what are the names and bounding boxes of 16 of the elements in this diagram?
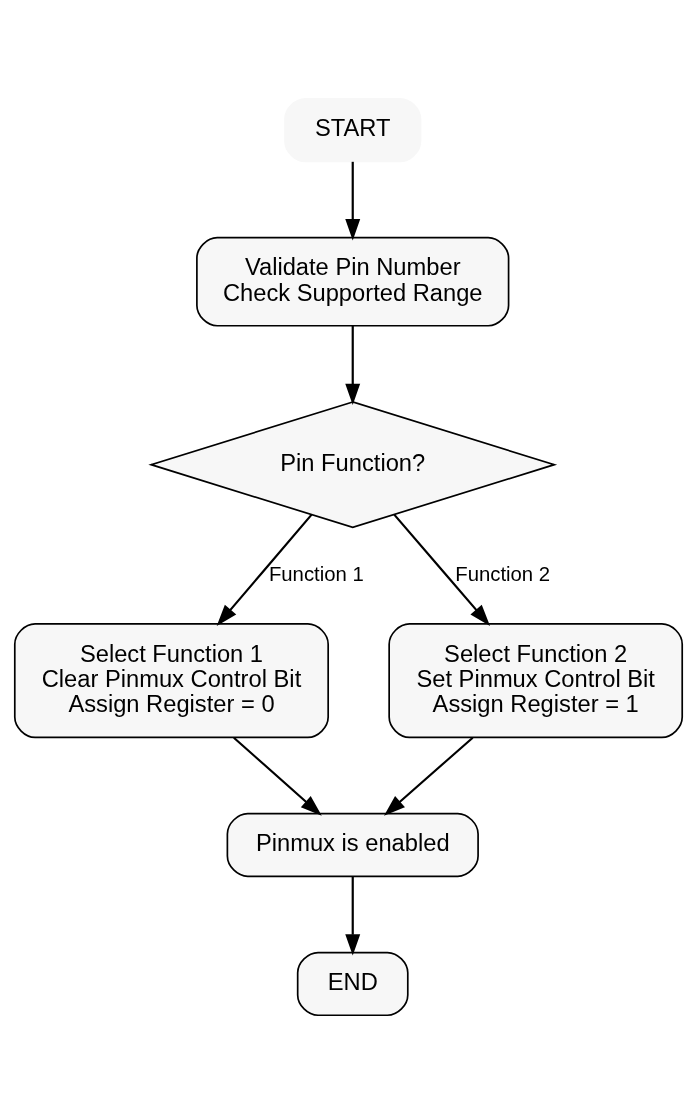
node-box: Validate Pin Number Check Supported Range: [196, 236, 510, 327]
arrow: [216, 513, 313, 626]
node-diamond: Pin Function?: [148, 400, 558, 528]
edge-label: Function 1: [268, 562, 364, 585]
node-box: END: [296, 951, 409, 1016]
arrow: [233, 736, 322, 816]
node-box: Pinmux is enabled: [226, 812, 479, 877]
arrow: [393, 513, 491, 626]
arrow: [384, 736, 474, 816]
arrow: [345, 161, 361, 240]
node-box: Select Function 1 Clear Pinmux Control Bit Assign Register = 0: [13, 622, 329, 738]
node-box: START: [284, 97, 422, 162]
arrow: [345, 876, 361, 956]
edge-label: Function 2: [455, 562, 551, 585]
node-box: Select Function 2 Set Pinmux Control Bit Assign Register = 1: [388, 622, 684, 738]
arrow: [345, 325, 361, 405]
